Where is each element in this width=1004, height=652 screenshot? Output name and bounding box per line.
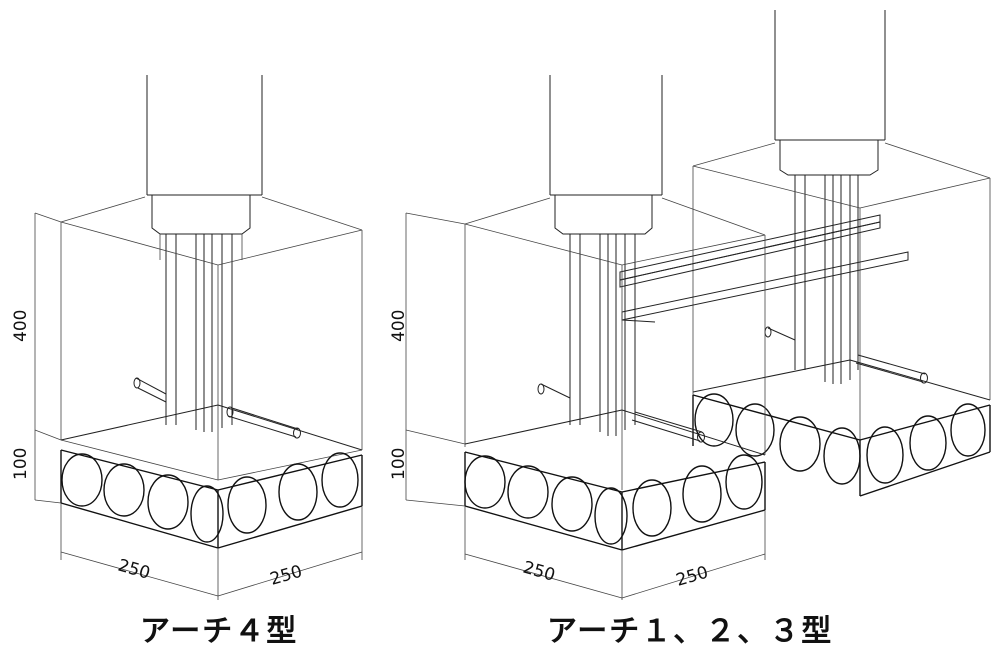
dim-height-upper-right: 400	[389, 310, 409, 342]
dim-height-lower-left: 100	[11, 448, 31, 480]
post-rear	[774, 10, 886, 384]
base-slab-front	[464, 409, 766, 551]
base-slab-left	[60, 404, 363, 549]
dim-width-side-left: 250	[268, 562, 305, 590]
dim-width-front-right: 250	[521, 558, 558, 586]
caption-arch-123: アーチ１、２、３型	[547, 614, 834, 649]
connecting-beams	[619, 214, 909, 323]
concrete-block-left	[60, 196, 363, 481]
anchor-bars-front	[537, 383, 705, 443]
concrete-block-front	[464, 197, 766, 490]
concrete-block-rear	[692, 142, 991, 440]
post-left	[146, 75, 263, 432]
dim-height-upper-left: 400	[11, 310, 31, 342]
dim-width-side-right: 250	[674, 563, 711, 591]
figure-arch-4: 400 100 250 250	[11, 75, 363, 600]
dimension-lines-left	[34, 212, 363, 600]
dim-height-lower-right: 100	[389, 448, 409, 480]
figure-arch-123: 400 100 250 250	[389, 10, 991, 600]
anchor-bars-left	[133, 377, 301, 439]
caption-arch-4: アーチ４型	[140, 614, 299, 649]
base-slab-rear	[692, 326, 991, 497]
post-front	[549, 75, 663, 436]
dimension-lines-right	[405, 212, 766, 600]
dim-width-front-left: 250	[116, 556, 153, 584]
